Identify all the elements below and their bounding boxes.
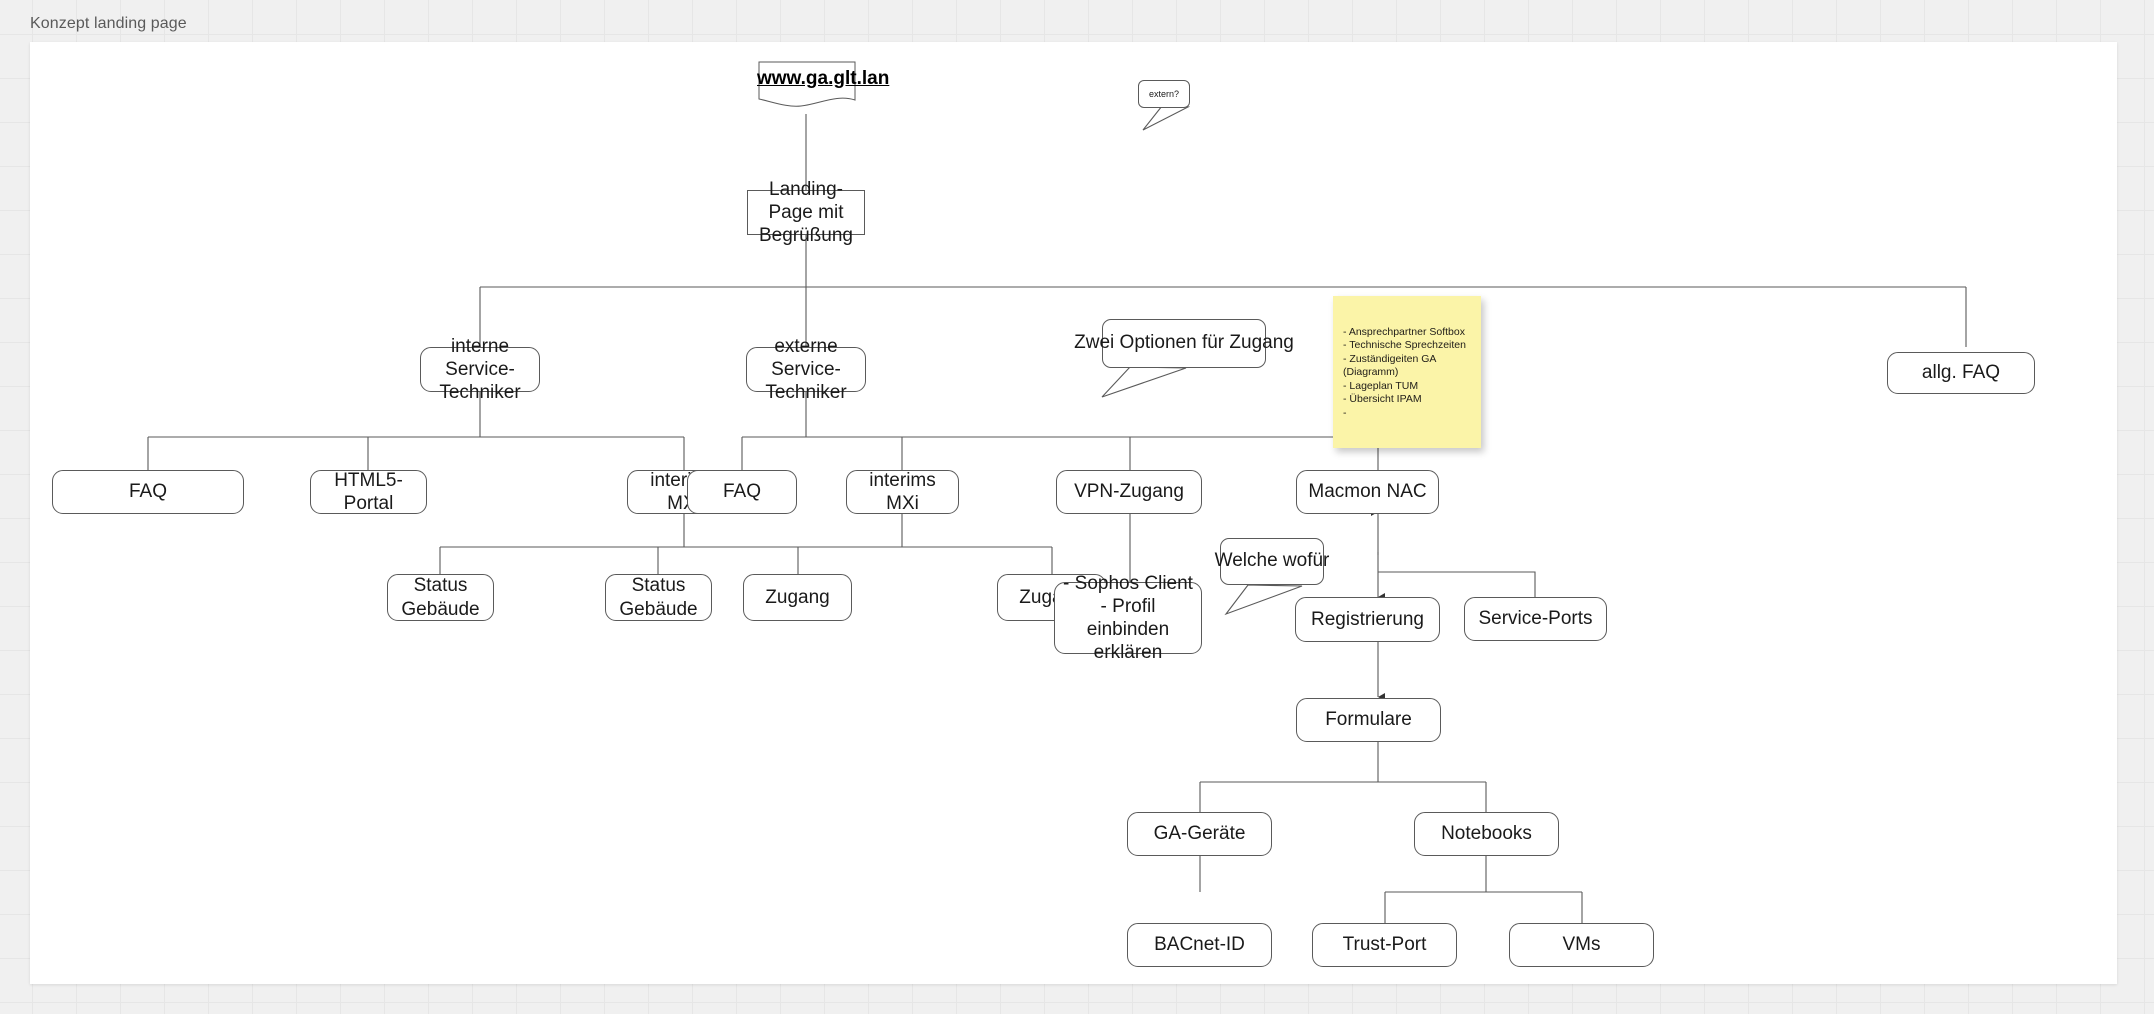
node-faq-intern-label: FAQ xyxy=(128,481,167,503)
node-service-ports-label: Service-Ports xyxy=(1478,608,1593,630)
node-landing-page[interactable]: Landing-Page mit Begrüßung xyxy=(747,179,865,246)
node-vms-label: VMs xyxy=(1562,934,1601,956)
node-trust-port-label: Trust-Port xyxy=(1342,934,1427,956)
node-faq-extern-label: FAQ xyxy=(722,481,761,503)
node-status-gebaeude-extern-label: Status Gebäude xyxy=(619,575,698,620)
node-allg-faq-label: allg. FAQ xyxy=(1921,362,2001,384)
page-title: Konzept landing page xyxy=(30,15,187,32)
callout-extern[interactable]: extern? xyxy=(1138,80,1190,108)
node-macmon-nac-label: Macmon NAC xyxy=(1308,481,1427,503)
sticky-note[interactable]: - Ansprechpartner Softbox - Technische S… xyxy=(1333,296,1481,448)
node-vms[interactable]: VMs xyxy=(1509,923,1654,967)
sticky-note-line: - Übersicht IPAM xyxy=(1343,393,1422,406)
node-vpn-zugang[interactable]: VPN-Zugang xyxy=(1056,470,1202,514)
node-registrierung[interactable]: Registrierung xyxy=(1295,597,1440,642)
node-interims-mxi-extern-label: interims MXi xyxy=(869,469,936,514)
node-formulare[interactable]: Formulare xyxy=(1296,698,1441,742)
diagram-canvas[interactable]: www.ga.glt.lan extern? Zwei Optionen für… xyxy=(30,42,2117,984)
sticky-note-line: - Lageplan TUM xyxy=(1343,379,1419,392)
node-vpn-details-label: - Sophos Client - Profil einbinden erklä… xyxy=(1063,572,1193,664)
sticky-note-line: - xyxy=(1343,406,1347,419)
source-document-label: www.ga.glt.lan xyxy=(757,68,890,89)
node-html5-portal-label: HTML5-Portal xyxy=(334,469,403,514)
sticky-note-line: (Diagramm) xyxy=(1343,366,1399,379)
node-allg-faq[interactable]: allg. FAQ xyxy=(1887,352,2035,394)
node-vpn-zugang-label: VPN-Zugang xyxy=(1074,481,1184,503)
node-ga-geraete-label: GA-Geräte xyxy=(1153,823,1246,845)
callout-welche-wofuer-label: Welche wofür xyxy=(1214,550,1330,572)
node-notebooks[interactable]: Notebooks xyxy=(1414,812,1559,856)
callout-zwei-optionen-label: Zwei Optionen für Zugang xyxy=(1074,332,1294,354)
callout-extern-label: extern? xyxy=(1148,88,1180,99)
sticky-note-line: - Ansprechpartner Softbox xyxy=(1343,326,1465,338)
node-registrierung-label: Registrierung xyxy=(1311,608,1424,630)
node-bacnet-id[interactable]: BACnet-ID xyxy=(1127,923,1272,967)
node-formulare-label: Formulare xyxy=(1325,709,1412,731)
node-zugang-intern[interactable]: Zugang xyxy=(743,574,852,621)
node-zugang-intern-label: Zugang xyxy=(765,586,830,608)
node-service-ports[interactable]: Service-Ports xyxy=(1464,597,1607,641)
node-externe-techniker[interactable]: externe Service- Techniker xyxy=(746,336,866,403)
node-faq-intern[interactable]: FAQ xyxy=(52,470,244,514)
node-interims-mxi-extern[interactable]: interims MXi xyxy=(846,470,959,514)
node-html5-portal[interactable]: HTML5-Portal xyxy=(310,470,427,514)
sticky-note-line: - Zuständigeiten GA xyxy=(1343,352,1437,365)
callout-zwei-optionen[interactable]: Zwei Optionen für Zugang xyxy=(1074,319,1294,368)
node-bacnet-id-label: BACnet-ID xyxy=(1154,934,1245,956)
sticky-note-line: - Technische Sprechzeiten xyxy=(1343,339,1466,352)
node-trust-port[interactable]: Trust-Port xyxy=(1312,923,1457,967)
node-status-gebaeude-extern[interactable]: Status Gebäude xyxy=(605,574,712,621)
node-landing-page-label: Landing-Page mit Begrüßung xyxy=(758,178,853,247)
node-faq-extern[interactable]: FAQ xyxy=(687,470,797,514)
node-notebooks-label: Notebooks xyxy=(1441,823,1532,845)
node-interne-techniker[interactable]: interne Service- Techniker xyxy=(420,336,540,403)
node-interne-techniker-label: interne Service- Techniker xyxy=(439,335,521,404)
node-ga-geraete[interactable]: GA-Geräte xyxy=(1127,812,1272,856)
node-status-gebaeude-intern-label: Status Gebäude xyxy=(401,575,480,620)
node-externe-techniker-label: externe Service- Techniker xyxy=(765,335,847,404)
node-macmon-nac[interactable]: Macmon NAC xyxy=(1296,470,1439,514)
node-vpn-details[interactable]: - Sophos Client - Profil einbinden erklä… xyxy=(1054,573,1202,663)
node-status-gebaeude-intern[interactable]: Status Gebäude xyxy=(387,574,494,621)
source-document-shape[interactable] xyxy=(757,56,857,108)
callout-welche-wofuer[interactable]: Welche wofür xyxy=(1215,538,1329,585)
